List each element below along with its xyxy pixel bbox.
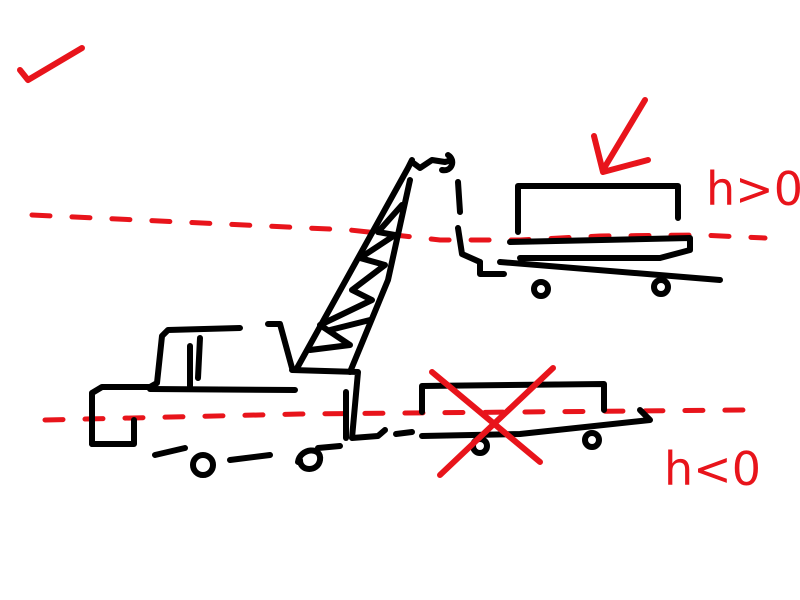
lower-trailer-wheel-rear [582,430,602,450]
upper-trailer-wheel-front [531,279,551,299]
upper-trailer-deck [455,225,723,283]
label-h-negative: h<0 [664,442,761,496]
truck-rear-wheel [295,447,323,472]
lower-trailer-cross-icon [429,365,556,478]
truck-bumper [89,417,137,447]
upper-trailer-checkmark-icon [591,97,651,175]
crane-boom-left [293,157,415,373]
crane-hook [409,152,456,174]
truck-cab-window-post [195,335,203,381]
truck [89,321,415,478]
lower-trailer [419,365,653,478]
upper-trailer-hitch [477,259,507,277]
truck-front-wheel [190,452,216,478]
lower-reference-line [42,407,748,423]
truck-cab [89,325,243,447]
truck-chassis [147,386,343,463]
lower-trailer-deck [419,407,653,439]
truck-hitch [393,429,415,437]
label-h-positive: h>0 [706,162,800,216]
crane-lattice [307,202,405,353]
crane-cable [455,179,463,215]
crane-boom-right [347,177,413,375]
crane [293,152,463,375]
upper-trailer [455,97,723,299]
lower-trailer-box [419,381,607,415]
truck-crane-base [265,321,388,441]
upper-trailer-wheel-rear [651,277,671,297]
corner-checkmark-icon [17,45,85,83]
upper-trailer-box [515,183,681,235]
